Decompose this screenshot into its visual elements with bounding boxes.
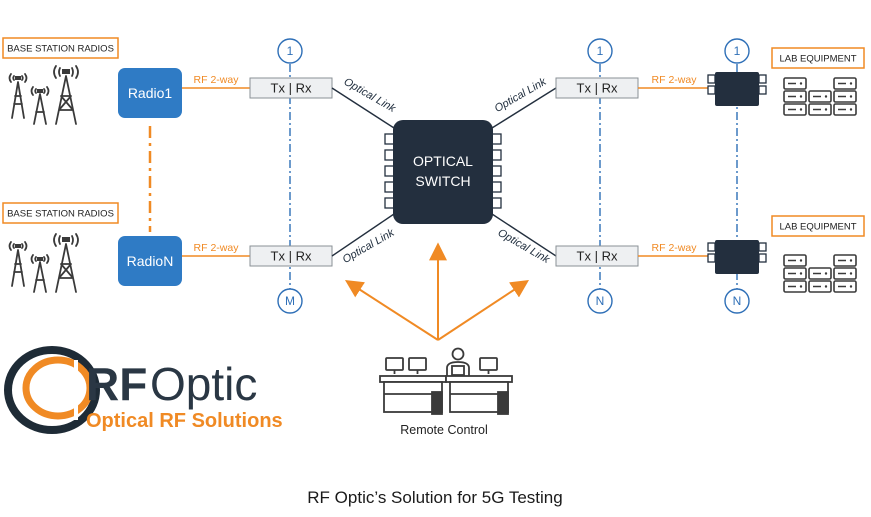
- control-arrows: [344, 242, 530, 341]
- lab-equipment-label-bottom: LAB EQUIPMENT: [771, 215, 865, 237]
- base-station-label-bottom: BASE STATION RADIOS: [2, 202, 119, 224]
- svg-text:LAB EQUIPMENT: LAB EQUIPMENT: [779, 222, 856, 233]
- figure-caption: RF Optic’s Solution for 5G Testing: [307, 488, 562, 507]
- radio-n: RadioN: [118, 236, 182, 286]
- optical-link-lines: [331, 87, 557, 257]
- svg-text:N: N: [596, 294, 605, 308]
- server-rack-icon: [783, 254, 857, 293]
- rf-2way-label: RF 2-way: [194, 74, 240, 86]
- optical-link-label: Optical Link: [341, 227, 397, 266]
- port-badge: 1: [724, 38, 750, 64]
- optical-link-label: Optical Link: [493, 76, 549, 115]
- remote-control-label: Remote Control: [400, 423, 488, 437]
- operator-workstation-icon: [379, 347, 513, 415]
- svg-text:RadioN: RadioN: [127, 253, 174, 269]
- optical-link-label: Optical Link: [496, 227, 552, 266]
- port-badge: M: [277, 288, 303, 314]
- svg-text:N: N: [733, 294, 742, 308]
- rfoptic-logo: RF Optic Optical RF Solutions: [4, 346, 283, 434]
- svg-text:BASE STATION RADIOS: BASE STATION RADIOS: [7, 209, 114, 220]
- port-badge: 1: [587, 38, 613, 64]
- txrx-module-left-bottom: Tx | Rx: [249, 245, 333, 267]
- svg-text:M: M: [285, 294, 295, 308]
- svg-text:Tx | Rx: Tx | Rx: [577, 249, 618, 264]
- svg-text:SWITCH: SWITCH: [415, 173, 470, 189]
- base-station-label-top: BASE STATION RADIOS: [2, 37, 119, 59]
- port-badge: N: [724, 288, 750, 314]
- lab-equipment-label-top: LAB EQUIPMENT: [771, 47, 865, 69]
- svg-text:Tx | Rx: Tx | Rx: [271, 81, 312, 96]
- svg-text:1: 1: [597, 44, 604, 58]
- svg-text:Radio1: Radio1: [128, 85, 173, 101]
- txrx-module-right-bottom: Tx | Rx: [555, 245, 639, 267]
- port-badge: N: [587, 288, 613, 314]
- rf-2way-label: RF 2-way: [652, 242, 698, 254]
- lab-device: [707, 239, 767, 275]
- svg-text:BASE STATION RADIOS: BASE STATION RADIOS: [7, 44, 114, 55]
- optical-switch: OPTICAL SWITCH: [384, 120, 502, 224]
- cell-tower-icon: [8, 65, 79, 125]
- svg-text:LAB EQUIPMENT: LAB EQUIPMENT: [779, 54, 856, 65]
- radio-1: Radio1: [118, 68, 182, 118]
- svg-text:Optic: Optic: [150, 358, 257, 410]
- rf-2way-label: RF 2-way: [194, 242, 240, 254]
- svg-text:Tx | Rx: Tx | Rx: [271, 249, 312, 264]
- port-badge: 1: [277, 38, 303, 64]
- optical-link-label: Optical Link: [342, 76, 398, 115]
- rf-2way-label: RF 2-way: [652, 74, 698, 86]
- txrx-module-right-top: Tx | Rx: [555, 77, 639, 99]
- svg-text:Tx | Rx: Tx | Rx: [577, 81, 618, 96]
- lab-device: [707, 71, 767, 107]
- svg-text:RF: RF: [86, 358, 147, 410]
- cell-tower-icon: [8, 233, 79, 293]
- svg-text:Optical RF Solutions: Optical RF Solutions: [86, 410, 283, 432]
- server-rack-icon: [783, 77, 857, 116]
- txrx-module-left-top: Tx | Rx: [249, 77, 333, 99]
- svg-text:1: 1: [287, 44, 294, 58]
- svg-text:OPTICAL: OPTICAL: [413, 153, 473, 169]
- svg-text:1: 1: [734, 44, 741, 58]
